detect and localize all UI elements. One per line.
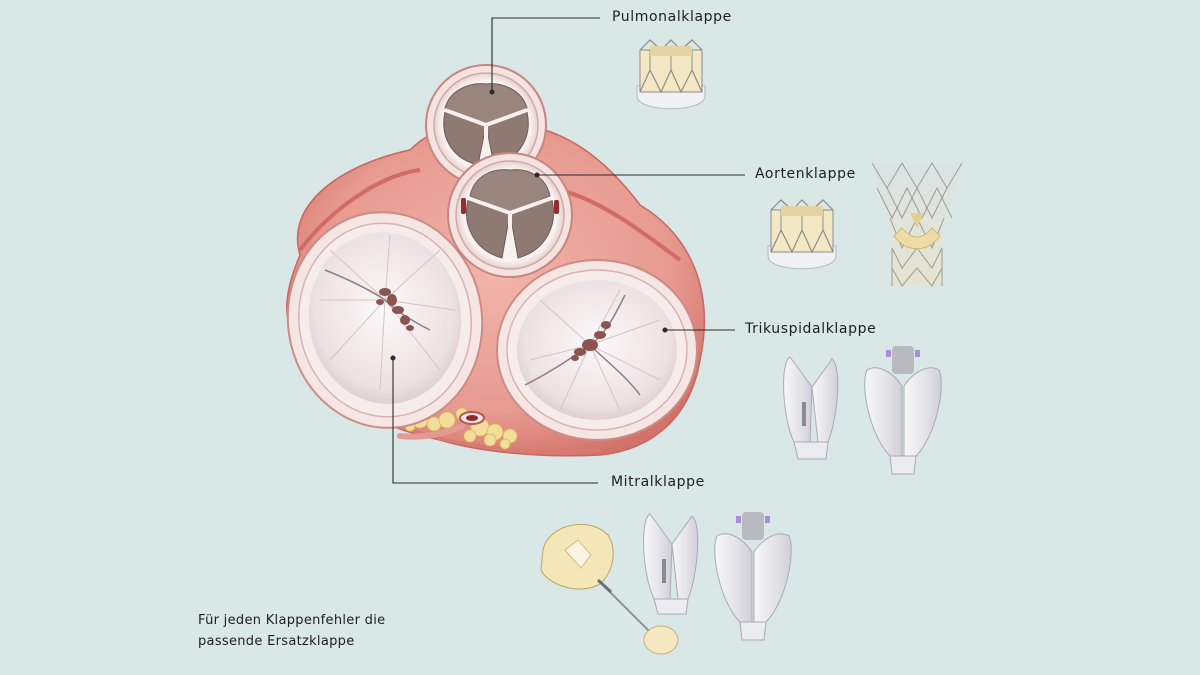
trikuspidal-clip-large-icon (864, 346, 942, 475)
label-pulmonalklappe: Pulmonalklappe (612, 9, 732, 25)
leader-lines (392, 17, 745, 484)
mitral-clip-large-icon (714, 512, 792, 641)
caption: Für jeden Klappenfehler die passende Ers… (198, 610, 385, 652)
leader-pulmonal (491, 17, 600, 92)
caption-line-2: passende Ersatzklappe (198, 634, 355, 649)
mitral-valve (286, 211, 484, 429)
caption-line-1: Für jeden Klappenfehler die (198, 613, 386, 628)
heart-valves-illustration (286, 64, 706, 457)
tricuspid-valve (496, 259, 698, 441)
leader-mitral (392, 358, 598, 484)
aorten-tavi-icon (871, 162, 963, 287)
aorten-prosthesis-icon (767, 199, 837, 270)
label-mitralklappe: Mitralklappe (611, 474, 705, 490)
pulmonal-prosthesis-icon (636, 39, 706, 110)
mitral-occluder-icon (540, 523, 679, 655)
label-aortenklappe: Aortenklappe (755, 166, 856, 182)
label-trikuspidalklappe: Trikuspidalklappe (745, 321, 877, 337)
mitral-clip-small-icon (643, 513, 699, 615)
trikuspidal-clip-small-icon (783, 356, 839, 460)
aortic-valve (447, 152, 573, 278)
